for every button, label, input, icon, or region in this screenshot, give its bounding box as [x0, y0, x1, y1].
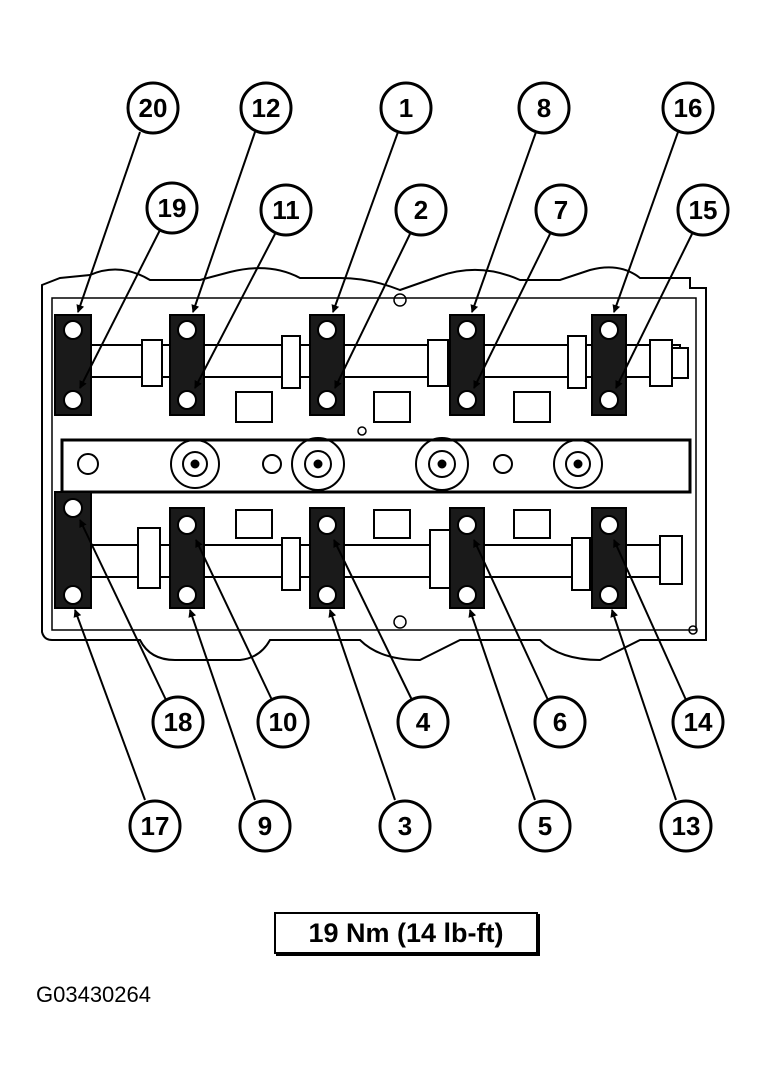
callout-circle-5 [518, 799, 572, 853]
callout-labels: 20 12 1 8 16 19 11 2 7 15 18 10 4 6 14 1… [139, 93, 718, 841]
leader-line-11 [194, 233, 276, 389]
leader-line-15 [615, 233, 693, 389]
leader-line-9 [188, 609, 256, 801]
callout-label-1: 1 [399, 93, 413, 123]
callout-label-2: 2 [414, 195, 428, 225]
leader-line-13 [610, 609, 677, 801]
leader-line-19 [79, 229, 161, 389]
callout-label-4: 4 [416, 707, 431, 737]
leader-line-1 [331, 131, 399, 313]
callout-label-10: 10 [269, 707, 298, 737]
callout-circle-7 [534, 183, 588, 237]
callout-circle-6 [533, 695, 587, 749]
callout-circle-8 [517, 81, 571, 135]
callout-label-8: 8 [537, 93, 551, 123]
callout-label-12: 12 [252, 93, 281, 123]
torque-spec-label: 19 Nm (14 lb-ft) [274, 912, 538, 954]
callout-circle-13 [659, 799, 713, 853]
callout-circle-4 [396, 695, 450, 749]
upper-camshaft [89, 335, 689, 423]
callout-circle-18 [151, 695, 205, 749]
callout-label-5: 5 [538, 811, 552, 841]
callout-label-14: 14 [684, 707, 713, 737]
callout-circle-16 [661, 81, 715, 135]
callout-label-15: 15 [689, 195, 718, 225]
callout-circle-12 [239, 81, 293, 135]
callout-label-20: 20 [139, 93, 168, 123]
leader-line-4 [333, 539, 413, 701]
bolt-heads [63, 320, 619, 605]
leader-line-2 [334, 233, 411, 389]
callout-circle-20 [126, 81, 180, 135]
callout-circle-15 [676, 183, 730, 237]
callout-circle-1 [379, 81, 433, 135]
callout-label-3: 3 [398, 811, 412, 841]
spark-plug-channel [60, 293, 698, 635]
callout-circle-3 [378, 799, 432, 853]
leader-line-8 [470, 131, 537, 313]
leader-line-14 [613, 539, 687, 701]
leader-line-12 [191, 131, 256, 313]
leader-line-6 [473, 539, 549, 701]
leader-line-18 [79, 519, 167, 701]
callout-circle-2 [394, 183, 448, 237]
leader-line-10 [195, 539, 273, 701]
callout-label-11: 11 [272, 195, 300, 225]
callout-label-16: 16 [674, 93, 703, 123]
callout-label-18: 18 [164, 707, 193, 737]
leader-line-17 [73, 609, 146, 801]
leader-line-5 [468, 609, 536, 801]
callouts [126, 81, 730, 853]
callout-circle-19 [145, 181, 199, 235]
callout-circle-9 [238, 799, 292, 853]
callout-circle-10 [256, 695, 310, 749]
leader-line-7 [473, 233, 551, 389]
callout-label-9: 9 [258, 811, 272, 841]
leader-line-20 [76, 131, 141, 313]
leader-line-3 [328, 609, 396, 801]
callout-circle-11 [259, 183, 313, 237]
callout-label-19: 19 [158, 193, 187, 223]
callout-label-7: 7 [554, 195, 568, 225]
callout-label-17: 17 [141, 811, 170, 841]
figure-id: G03430264 [36, 982, 151, 1007]
leader-line-16 [612, 131, 679, 313]
cylinder-head-outline [41, 266, 707, 662]
callout-circle-17 [128, 799, 182, 853]
leader-lines [73, 131, 693, 801]
callout-label-6: 6 [553, 707, 567, 737]
callout-circle-14 [671, 695, 725, 749]
callout-label-13: 13 [672, 811, 701, 841]
